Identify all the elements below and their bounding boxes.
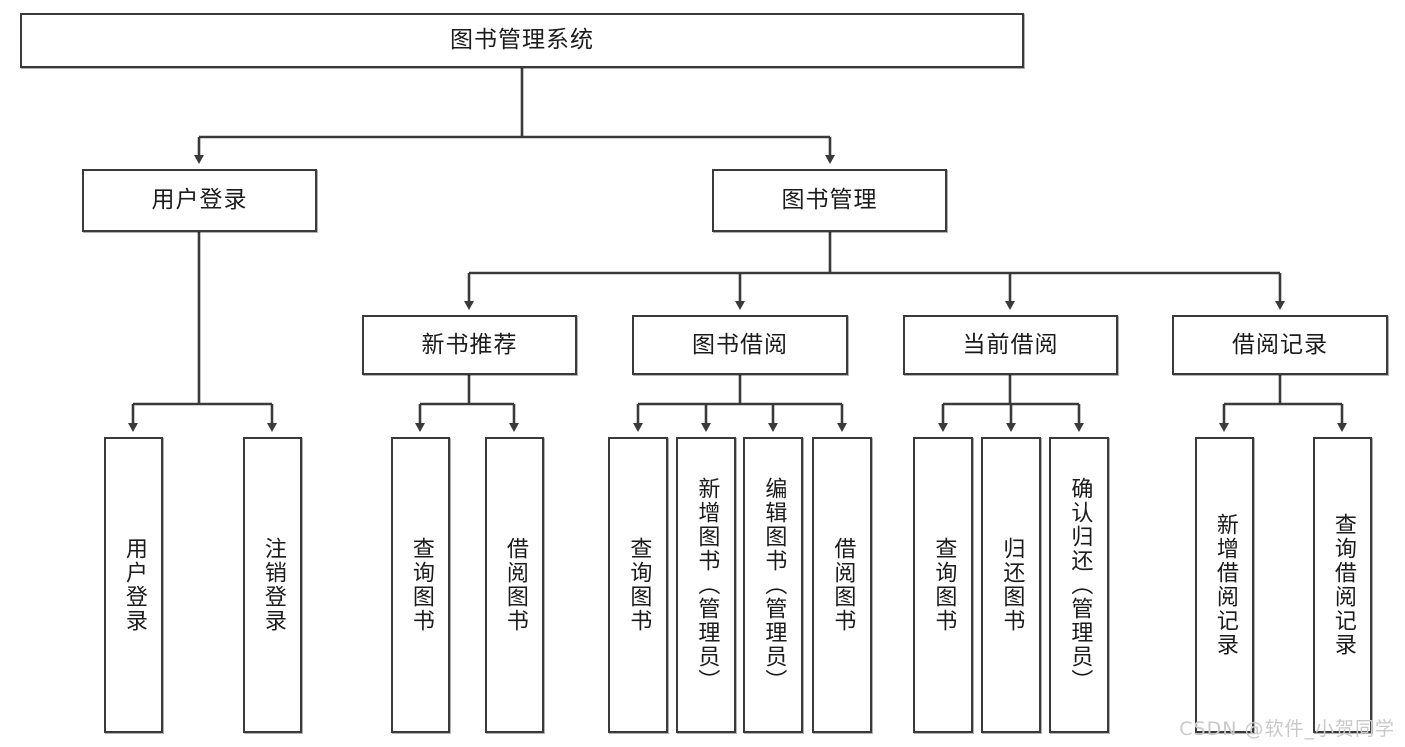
node-label: 查询图书 (408, 537, 434, 633)
node-book-borrow[interactable]: 图书借阅 (632, 315, 848, 375)
node-label: 新增图书（管理员） (694, 477, 720, 693)
node-leaf-user-login[interactable]: 用户登录 (104, 437, 163, 733)
node-label: 查询借阅记录 (1330, 513, 1356, 657)
node-label: 归还图书 (999, 537, 1025, 633)
node-label: 用户登录 (151, 187, 248, 214)
node-borrow-record[interactable]: 借阅记录 (1172, 315, 1388, 375)
node-leaf-query-book-borrow[interactable]: 查询图书 (608, 437, 668, 733)
node-label: 图书借阅 (692, 331, 788, 358)
node-label: 新增借阅记录 (1212, 513, 1238, 657)
node-leaf-add-borrow-record[interactable]: 新增借阅记录 (1195, 437, 1254, 733)
node-label: 查询图书 (626, 537, 652, 633)
node-label: 编辑图书（管理员） (761, 477, 787, 693)
node-current-borrow[interactable]: 当前借阅 (903, 315, 1118, 375)
node-leaf-edit-book-admin[interactable]: 编辑图书（管理员） (743, 437, 803, 733)
node-new-book-recommend[interactable]: 新书推荐 (362, 315, 577, 375)
node-label: 当前借阅 (962, 331, 1059, 358)
node-label: 用户登录 (121, 537, 147, 633)
node-leaf-borrow-book[interactable]: 借阅图书 (812, 437, 872, 733)
node-user-login[interactable]: 用户登录 (82, 169, 317, 232)
node-leaf-borrow-book-newbook[interactable]: 借阅图书 (485, 437, 544, 733)
node-label: 注销登录 (260, 537, 286, 633)
node-leaf-query-borrow-record[interactable]: 查询借阅记录 (1313, 437, 1372, 733)
node-label: 借阅图书 (830, 537, 856, 633)
node-label: 借阅图书 (502, 537, 528, 633)
node-label: 新书推荐 (421, 331, 518, 358)
node-leaf-confirm-return-admin[interactable]: 确认归还（管理员） (1049, 437, 1109, 733)
node-leaf-logout[interactable]: 注销登录 (243, 437, 302, 733)
node-book-management[interactable]: 图书管理 (712, 169, 947, 232)
node-label: 图书管理 (781, 187, 878, 214)
node-label: 图书管理系统 (450, 27, 594, 54)
node-label: 确认归还（管理员） (1067, 477, 1093, 693)
node-root-system[interactable]: 图书管理系统 (20, 13, 1024, 68)
node-leaf-return-book[interactable]: 归还图书 (981, 437, 1041, 733)
node-leaf-add-book-admin[interactable]: 新增图书（管理员） (676, 437, 736, 733)
node-leaf-query-book-newbook[interactable]: 查询图书 (391, 437, 450, 733)
node-label: 查询图书 (931, 537, 957, 633)
node-leaf-query-book-current[interactable]: 查询图书 (913, 437, 973, 733)
node-label: 借阅记录 (1232, 331, 1328, 358)
